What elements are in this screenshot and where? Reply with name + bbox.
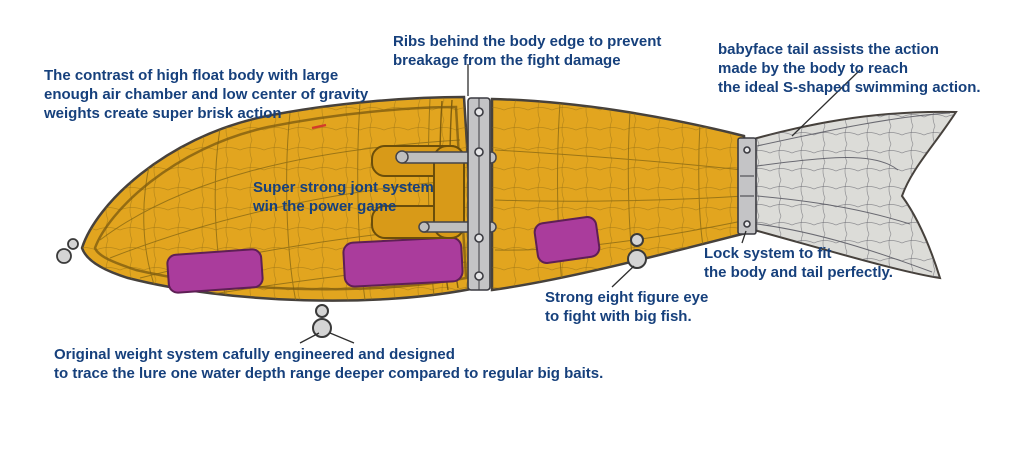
hinge-plate	[467, 97, 491, 291]
annotation-tail: babyface tail assists the action made by…	[718, 41, 981, 96]
leader-tail	[791, 69, 861, 137]
annotation-lock: Lock system to fit the body and tail per…	[704, 245, 893, 281]
leader-lines	[299, 64, 861, 344]
nose-line-eye	[56, 238, 79, 264]
tail-lock-plate	[737, 137, 757, 235]
annotation-eye: Strong eight figure eye to fight with bi…	[545, 289, 709, 325]
annotation-joint: Super strong jont system win the power g…	[253, 179, 434, 215]
weight-block-mid	[342, 236, 464, 288]
leader-eye	[611, 265, 635, 288]
air-chamber-rim	[93, 105, 468, 291]
annotation-float-body: The contrast of high float body with lar…	[44, 67, 369, 122]
red-mark	[311, 123, 327, 130]
annotation-weight: Original weight system cafully engineere…	[54, 346, 604, 382]
belly-eight-figure-eye	[312, 304, 332, 338]
weight-block-front	[166, 248, 264, 294]
weight-block-rear	[533, 216, 601, 264]
leader-weight-right	[329, 332, 355, 344]
annotation-ribs: Ribs behind the body edge to prevent bre…	[393, 33, 662, 69]
weight-blocks	[166, 216, 601, 294]
leader-weight-left	[299, 332, 320, 344]
leader-lock	[741, 230, 747, 244]
rear-eight-figure-eye	[627, 233, 647, 269]
